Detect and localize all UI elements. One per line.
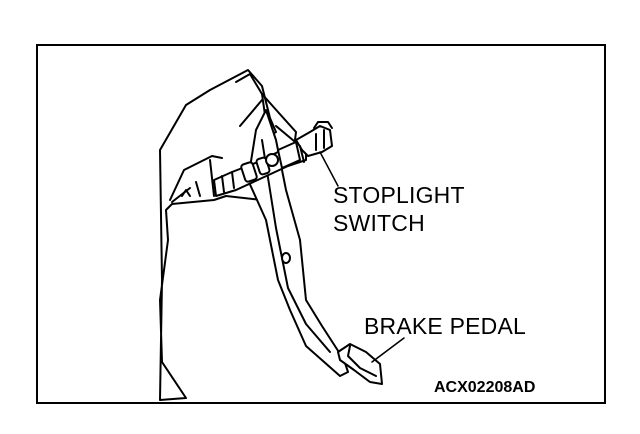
brake-pedal-pad (337, 343, 383, 385)
stoplight-switch-label-line-2: SWITCH (333, 210, 425, 236)
stoplight-switch-label: STOPLIGHT SWITCH (333, 181, 465, 237)
brake-pedal-label: BRAKE PEDAL (364, 313, 526, 339)
figure-code: ACX02208AD (434, 379, 536, 396)
stoplight-switch (213, 121, 333, 197)
stoplight-switch-label-line-1: STOPLIGHT (333, 182, 465, 208)
brake-pedal-leader-line (371, 337, 405, 363)
stoplight-leader-line (319, 151, 339, 187)
pedal-arm (247, 109, 349, 377)
figure-frame (36, 44, 606, 404)
